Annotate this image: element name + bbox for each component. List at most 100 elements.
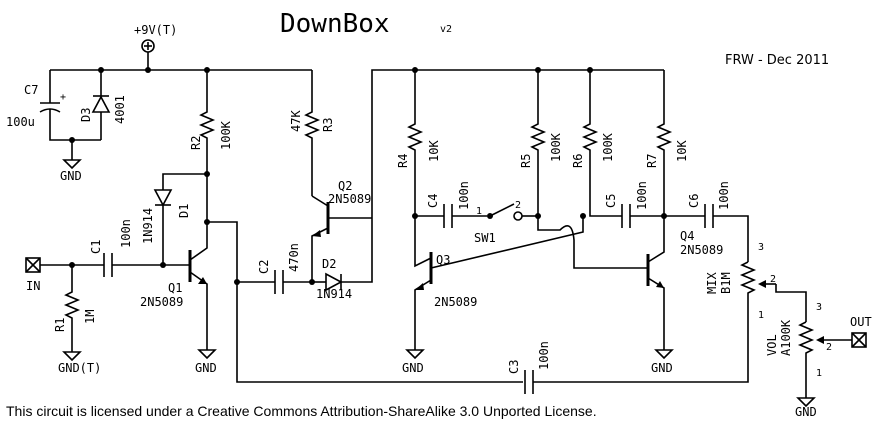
ground-symbol (197, 349, 217, 360)
d2-label: D2 (322, 257, 336, 271)
c3-value: 100n (537, 341, 551, 370)
q2-value: 2N5089 (328, 192, 371, 206)
mix-pin1-label: 1 (758, 310, 764, 321)
out-label: OUT (850, 315, 872, 329)
r5-value: 100K (549, 132, 563, 162)
c6-value: 100n (717, 181, 731, 210)
transistor-q3 (414, 213, 586, 350)
sw1-pin2-label: 2 (515, 200, 521, 211)
r2-label: R2 (189, 136, 203, 150)
resistor-r7 (655, 70, 673, 216)
resistor-r2 (198, 70, 216, 177)
gnd-label: GND (402, 361, 424, 375)
capacitor-c1 (103, 253, 163, 277)
d1-label: D1 (177, 204, 191, 218)
capacitor-c7: + (39, 70, 101, 141)
c6-label: C6 (687, 194, 701, 208)
r3-label: R3 (321, 118, 335, 132)
r6-value: 100K (601, 132, 615, 162)
c1-value: 100n (119, 219, 133, 248)
resistor-r1 (62, 265, 82, 362)
supply-terminal (141, 39, 155, 73)
d2-value: 1N914 (316, 287, 352, 301)
vol-pin1-label: 1 (816, 368, 822, 379)
schematic-title: DownBox (280, 9, 390, 39)
gnd-label: GND (195, 361, 217, 375)
c5-label: C5 (604, 194, 618, 208)
c3-label: C3 (507, 360, 521, 374)
q4-label: Q4 (680, 229, 694, 243)
d3-value: 4001 (113, 95, 127, 124)
diode-d3 (69, 70, 111, 143)
capacitor-c6 (664, 204, 749, 262)
resistor-r4 (406, 70, 424, 219)
r4-value: 10K (427, 140, 441, 162)
gnd-t-label: GND(T) (58, 361, 101, 375)
r6-label: R6 (571, 154, 585, 168)
q4-value: 2N5089 (680, 243, 723, 257)
resistor-r6 (581, 70, 622, 217)
c7-value: 100u (6, 115, 35, 129)
switch-sw1 (487, 203, 541, 221)
vol-pin3-label: 3 (816, 302, 822, 313)
r7-value: 10K (675, 140, 689, 162)
input-jack (25, 257, 104, 273)
ground-symbol (405, 349, 425, 360)
gnd-label: GND (795, 405, 817, 419)
mix-pin3-label: 3 (758, 242, 764, 253)
potentiometer-mix (533, 261, 807, 383)
c4-value: 100n (457, 181, 471, 210)
transistor-q1 (163, 222, 208, 350)
vol-pin2-label: 2 (826, 342, 832, 353)
d1-value: 1N914 (141, 208, 155, 244)
q2-label: Q2 (338, 179, 352, 193)
c2-label: C2 (257, 260, 271, 274)
ground-symbol (654, 349, 674, 360)
c5-value: 100n (635, 181, 649, 210)
resistor-r3 (303, 70, 321, 196)
resistor-r5 (529, 70, 547, 216)
c7-label: C7 (24, 83, 38, 97)
in-label: IN (26, 279, 40, 293)
c2-value: 470n (287, 243, 301, 272)
svg-text:+: + (60, 92, 66, 103)
vol-value: A100K (779, 319, 793, 356)
r7-label: R7 (645, 154, 659, 168)
supply-label: +9V(T) (134, 23, 177, 37)
ground-symbol (62, 140, 82, 170)
mix-value: B1M (719, 272, 733, 294)
r2-value: 100K (219, 120, 233, 150)
switch-to-q4-wire (537, 216, 648, 269)
c4-label: C4 (426, 194, 440, 208)
capacitor-c4 (415, 204, 487, 228)
license-text: This circuit is licensed under a Creativ… (6, 403, 597, 419)
q3-label: Q3 (436, 253, 450, 267)
capacitor-c2 (237, 270, 315, 294)
diode-d1 (153, 173, 207, 268)
mix-pin2-label: 2 (770, 274, 776, 285)
sw1-pin1-label: 1 (476, 206, 482, 217)
diode-d2 (312, 69, 664, 292)
transistor-q4 (646, 216, 665, 350)
r3-value: 47K (289, 110, 303, 132)
output-jack (851, 332, 867, 348)
author-label: FRW - Dec 2011 (725, 53, 829, 68)
r4-label: R4 (396, 154, 410, 168)
mix-label: MIX (705, 272, 719, 294)
collector-bus (207, 221, 523, 383)
gnd-label: GND (651, 361, 673, 375)
version-label: v2 (440, 24, 452, 35)
r5-label: R5 (519, 154, 533, 168)
r1-label: R1 (53, 318, 67, 332)
q1-label: Q1 (168, 281, 182, 295)
vol-label: VOL (765, 334, 779, 356)
q3-value: 2N5089 (434, 295, 477, 309)
capacitor-c3 (524, 370, 534, 394)
gnd-label: GND (60, 169, 82, 183)
d3-label: D3 (79, 108, 93, 122)
sw1-label: SW1 (474, 231, 496, 245)
transistor-q2 (311, 195, 372, 282)
r1-value: 1M (83, 310, 97, 324)
potentiometer-vol (796, 321, 852, 408)
